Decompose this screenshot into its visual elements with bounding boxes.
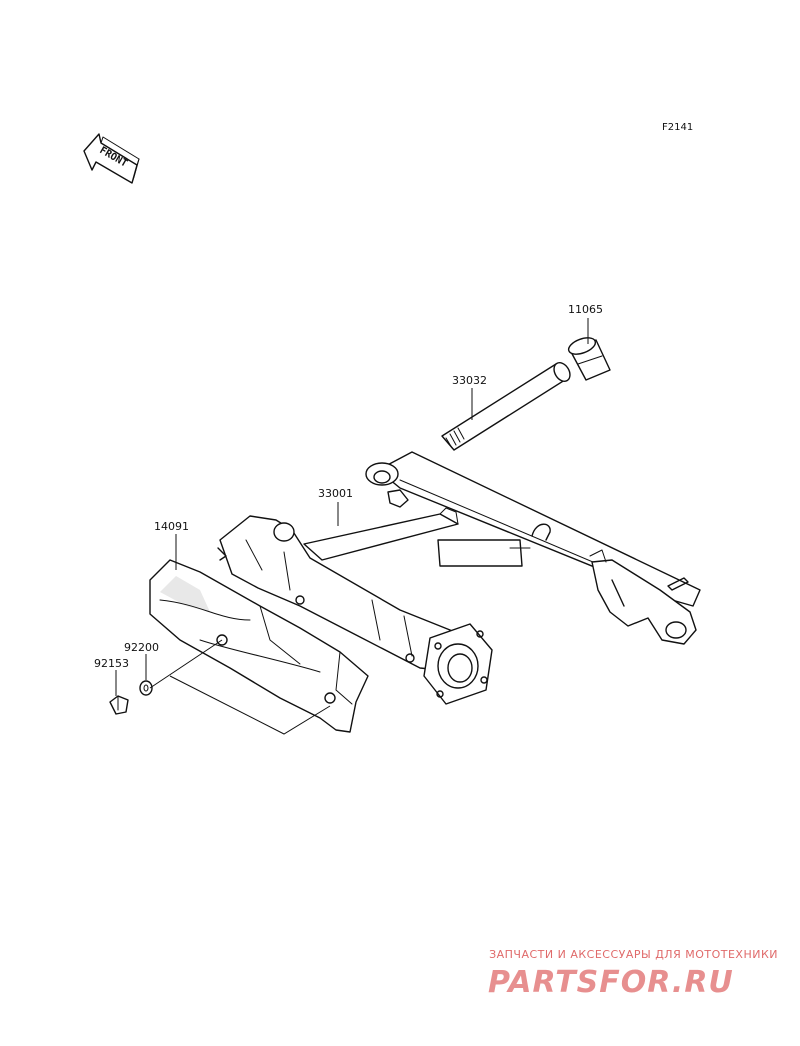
front-arrow-icon: FRONT (83, 133, 140, 184)
part-number-14091: 14091 (154, 520, 189, 533)
cover-part (149, 559, 369, 733)
bushing-cap-part (567, 337, 611, 381)
bolt-part (109, 695, 129, 715)
watermark-tagline: ЗАПЧАСТИ И АКСЕССУАРЫ ДЛЯ МОТОТЕХНИКИ (489, 948, 778, 961)
part-number-92153: 92153 (94, 657, 129, 670)
figure-code: F2141 (662, 122, 693, 133)
svg-text:PARTSFOR.RU: PARTSFOR.RU (488, 965, 734, 1000)
part-number-33001: 33001 (318, 487, 353, 500)
part-number-33032: 33032 (452, 374, 487, 387)
part-number-11065: 11065 (568, 303, 603, 316)
watermark-logo: PARTSFOR.RU (488, 965, 734, 1000)
washer-part (139, 680, 153, 696)
swing-arm-part (217, 451, 701, 705)
pivot-shaft-part (441, 362, 571, 451)
part-number-92200: 92200 (124, 641, 159, 654)
